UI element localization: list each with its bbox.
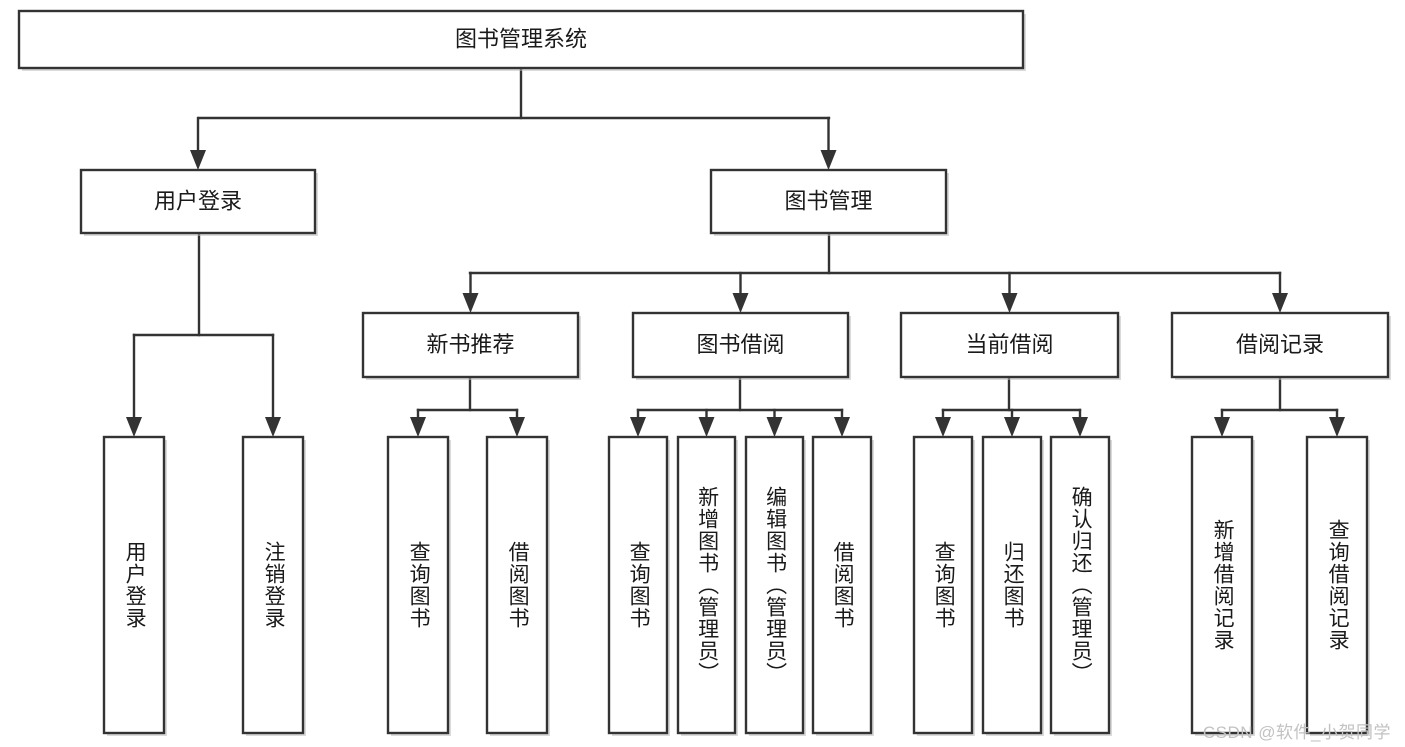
node-box-current-query-book[interactable] xyxy=(912,435,974,735)
arrow-head-icon xyxy=(698,417,715,437)
arrow-head-icon xyxy=(1329,417,1345,437)
csdn-watermark: CSDN @软件_小贺同学 xyxy=(1202,723,1391,742)
arrow-head-icon xyxy=(1001,293,1018,313)
arrow-head-icon xyxy=(766,417,783,437)
arrow-head-icon xyxy=(1272,293,1288,313)
node-box-user-login[interactable] xyxy=(79,168,317,235)
node-label-book-manage: 图书管理 xyxy=(784,188,872,213)
node-box-user-logout[interactable] xyxy=(241,435,305,735)
node-box-borrow-borrow-book[interactable] xyxy=(811,435,873,735)
node-box-root[interactable] xyxy=(17,9,1025,70)
node-box-borrow-records[interactable] xyxy=(1170,311,1390,379)
arrow-head-icon xyxy=(1214,417,1230,437)
node-box-user-login-do[interactable] xyxy=(102,435,166,735)
node-box-new-book-recommend[interactable] xyxy=(361,311,580,379)
connector-layer xyxy=(126,66,1345,437)
node-box-current-borrow[interactable] xyxy=(899,311,1120,379)
arrow-head-icon xyxy=(190,150,206,170)
node-label-new-book-recommend: 新书推荐 xyxy=(426,332,514,357)
node-box-book-borrow[interactable] xyxy=(631,311,850,379)
node-box-layer xyxy=(17,9,1391,736)
node-box-borrow-query-book[interactable] xyxy=(607,435,669,735)
node-box-current-return-book[interactable] xyxy=(981,435,1043,735)
arrow-head-icon xyxy=(820,150,837,170)
node-box-recommend-query-book[interactable] xyxy=(386,435,450,735)
node-box-record-add[interactable] xyxy=(1190,435,1254,735)
node-label-book-borrow: 图书借阅 xyxy=(696,332,784,357)
arrow-head-icon xyxy=(462,293,479,313)
node-label-borrow-records: 借阅记录 xyxy=(1236,332,1324,357)
arrow-head-icon xyxy=(1072,417,1088,437)
arrow-head-icon xyxy=(935,417,951,437)
node-label-root: 图书管理系统 xyxy=(455,26,587,51)
node-box-recommend-borrow-book[interactable] xyxy=(485,435,549,735)
arrow-head-icon xyxy=(834,417,850,437)
node-box-current-confirm-return[interactable] xyxy=(1049,435,1111,735)
node-box-book-manage[interactable] xyxy=(709,168,948,235)
arrow-head-icon xyxy=(509,417,525,437)
node-box-borrow-add-book[interactable] xyxy=(676,435,737,735)
arrow-head-icon xyxy=(732,293,749,313)
arrow-head-icon xyxy=(265,417,281,437)
arrow-head-icon xyxy=(1004,417,1020,437)
node-box-borrow-edit-book[interactable] xyxy=(744,435,805,735)
arrow-head-icon xyxy=(410,417,426,437)
node-box-record-query[interactable] xyxy=(1305,435,1369,735)
arrow-head-icon xyxy=(630,417,646,437)
arrow-head-icon xyxy=(126,417,142,437)
node-label-current-borrow: 当前借阅 xyxy=(965,332,1053,357)
node-label-user-login: 用户登录 xyxy=(154,188,242,213)
